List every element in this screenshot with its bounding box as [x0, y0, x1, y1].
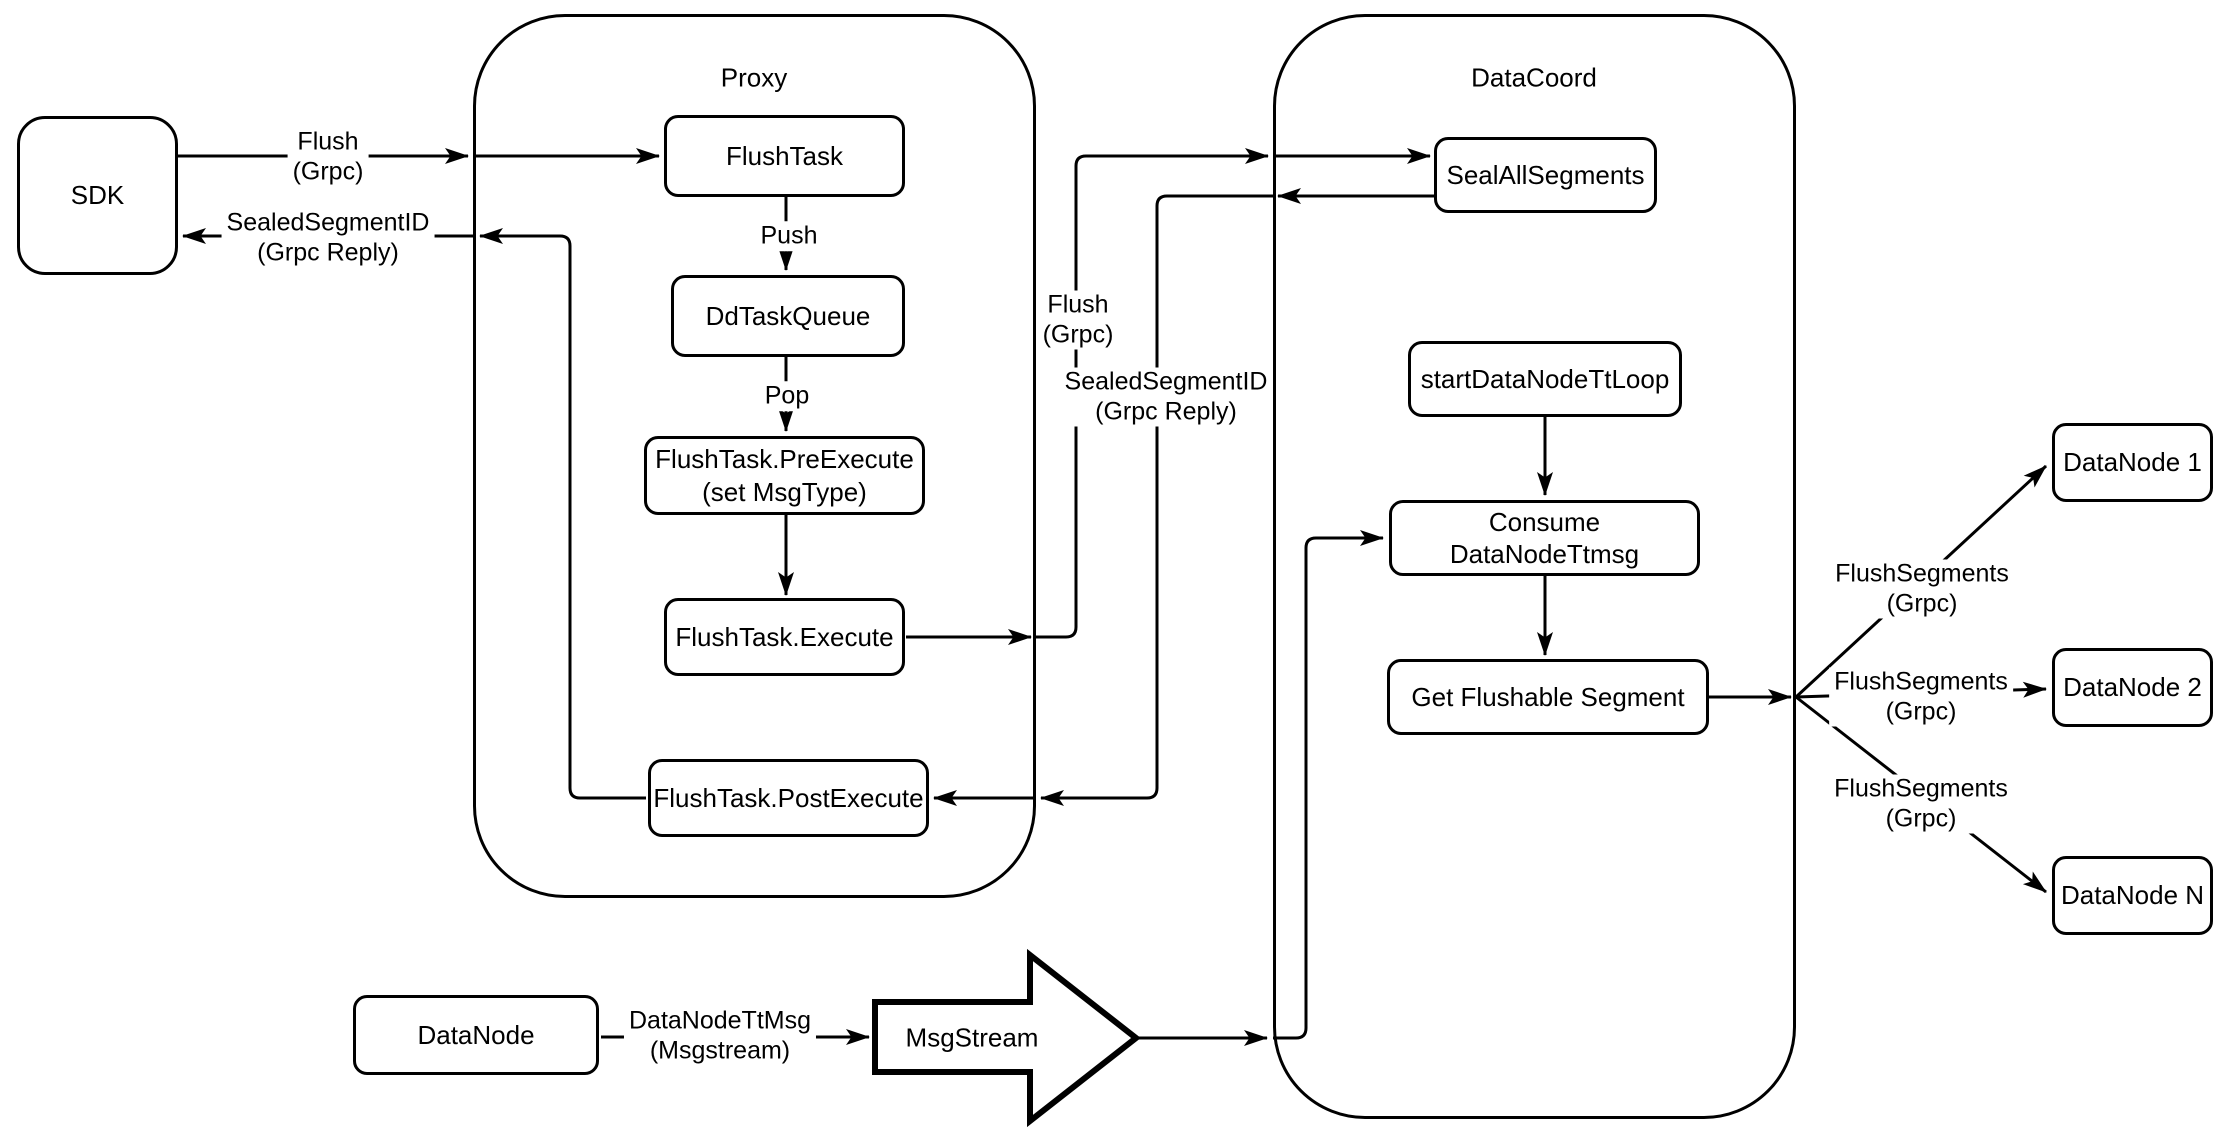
node-flushtask-postexecute: FlushTask.PostExecute	[648, 759, 929, 837]
edge-label-flush-grpc-mid: Flush (Grpc)	[1037, 290, 1119, 350]
edge-label-pop: Pop	[759, 381, 815, 411]
node-datanode-2: DataNode 2	[2052, 648, 2213, 727]
node-consume-datanodettmsg: Consume DataNodeTtmsg	[1389, 500, 1700, 576]
edge-label-flushsegments-1: FlushSegments (Grpc)	[1830, 559, 2014, 619]
node-sdk: SDK	[17, 116, 178, 275]
node-startdatanodettloop: startDataNodeTtLoop	[1408, 341, 1682, 417]
node-datanode-bottom: DataNode	[353, 995, 599, 1075]
edge-label-sealedsegmentid-sdk: SealedSegmentID (Grpc Reply)	[221, 208, 435, 268]
node-datanode-n: DataNode N	[2052, 856, 2213, 935]
edge-label-flush-grpc-sdk: Flush (Grpc)	[287, 127, 369, 187]
container-proxy-label: Proxy	[720, 62, 788, 93]
edge-reply-to-proxyborder	[1040, 194, 1273, 806]
edge-label-sealedsegmentid-mid: SealedSegmentID (Grpc Reply)	[1059, 367, 1273, 427]
container-datacoord	[1273, 14, 1796, 1119]
edge-label-push: Push	[755, 221, 823, 251]
edge-label-flushsegments-2: FlushSegments (Grpc)	[1829, 667, 2013, 727]
edge-postexecute-to-proxyborder	[479, 228, 646, 800]
node-ddtaskqueue: DdTaskQueue	[671, 275, 905, 357]
node-flushtask-preexecute: FlushTask.PreExecute (set MsgType)	[644, 436, 925, 515]
node-sealallsegments: SealAllSegments	[1434, 137, 1657, 213]
container-proxy	[473, 14, 1036, 898]
node-flushtask: FlushTask	[664, 115, 905, 197]
edge-label-flushsegments-3: FlushSegments (Grpc)	[1829, 774, 2013, 834]
edge-label-datanodettmsg: DataNodeTtMsg (Msgstream)	[623, 1006, 817, 1066]
node-flushtask-execute: FlushTask.Execute	[664, 598, 905, 676]
container-datacoord-label: DataCoord	[1471, 62, 1597, 93]
node-datanode-1: DataNode 1	[2052, 423, 2213, 502]
node-get-flushable-segment: Get Flushable Segment	[1387, 659, 1709, 735]
msgstream-label: MsgStream	[905, 1022, 1039, 1053]
msgstream-arrow-shape	[872, 948, 1141, 1128]
